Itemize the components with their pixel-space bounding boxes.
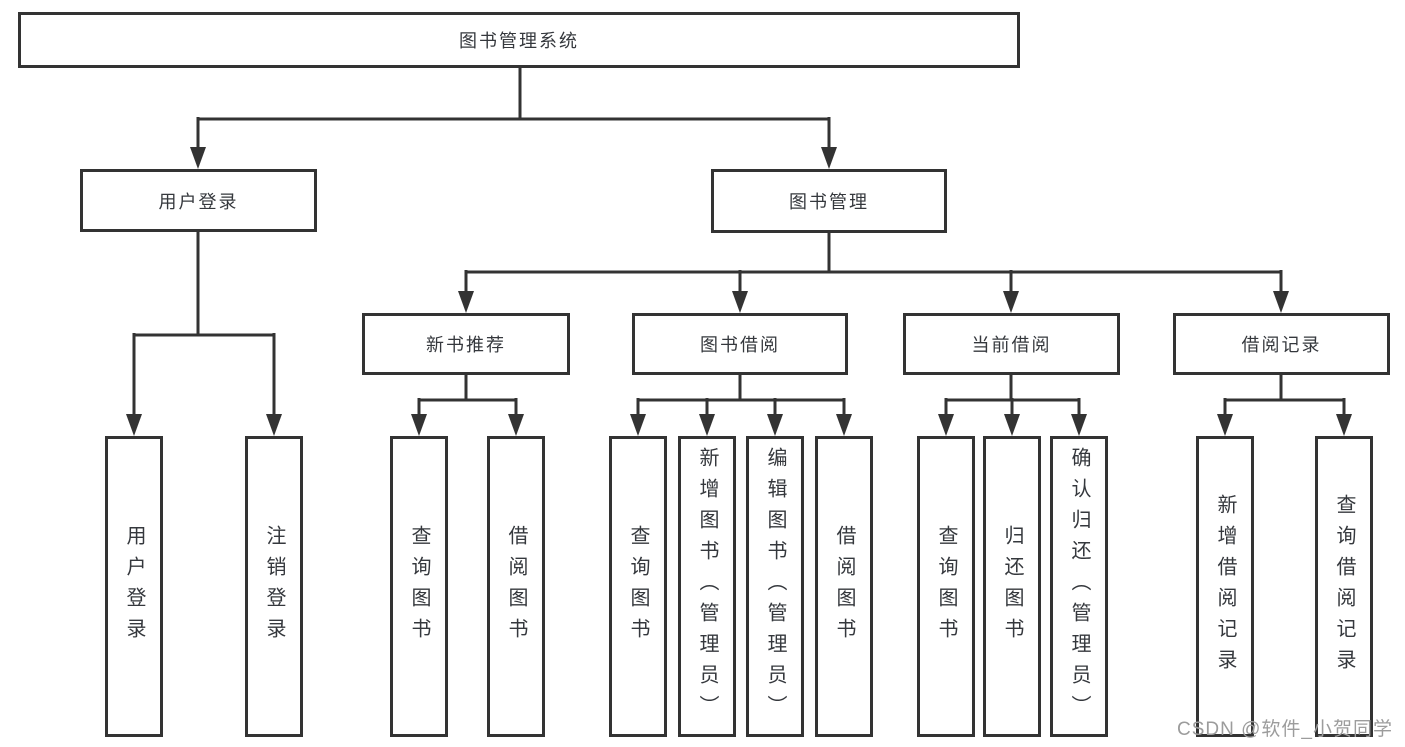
node-label: 用户登录 xyxy=(158,191,239,212)
arrowhead xyxy=(836,414,852,436)
node-leaf-edit-book-admin: 编辑图书（管理员） xyxy=(746,436,804,737)
node-label: 图书管理系统 xyxy=(459,31,579,51)
node-borrowing-records: 借阅记录 xyxy=(1173,313,1390,375)
arrowhead xyxy=(1004,414,1020,436)
connector-current-borrow-group xyxy=(938,373,1087,436)
node-user-login-group: 用户登录 xyxy=(80,169,317,232)
node-book-borrowing: 图书借阅 xyxy=(632,313,848,375)
node-label: 借阅图书 xyxy=(505,524,527,649)
node-label: 图书借阅 xyxy=(700,335,780,355)
node-label: 查询图书 xyxy=(408,524,430,649)
arrowhead xyxy=(1336,414,1352,436)
node-book-management: 图书管理 xyxy=(711,169,947,233)
arrowhead xyxy=(767,414,783,436)
node-leaf-add-borrow-record: 新增借阅记录 xyxy=(1196,436,1254,737)
node-label: 借阅图书 xyxy=(833,524,855,649)
connector-root-to-level2 xyxy=(190,66,837,169)
node-leaf-query-borrow-record: 查询借阅记录 xyxy=(1315,436,1373,737)
node-label: 确认归还（管理员） xyxy=(1068,447,1090,726)
node-leaf-query-books-2: 查询图书 xyxy=(609,436,667,737)
arrowhead xyxy=(821,147,837,169)
connector-book-borrow-group xyxy=(630,373,852,436)
watermark-text: CSDN @软件_小贺同学 xyxy=(1177,719,1393,740)
node-leaf-query-books-3: 查询图书 xyxy=(917,436,975,737)
arrowhead xyxy=(1071,414,1087,436)
node-label: 新增借阅记录 xyxy=(1214,493,1236,680)
arrowhead xyxy=(508,414,524,436)
node-leaf-user-login: 用户登录 xyxy=(105,436,163,737)
arrowhead xyxy=(458,291,474,313)
connector-book-management-group xyxy=(458,231,1289,313)
arrowhead xyxy=(938,414,954,436)
arrowhead xyxy=(1217,414,1233,436)
node-label: 编辑图书（管理员） xyxy=(764,447,786,726)
node-label: 注销登录 xyxy=(263,524,285,649)
node-label: 当前借阅 xyxy=(971,335,1052,355)
node-leaf-return-books: 归还图书 xyxy=(983,436,1041,737)
node-leaf-logout: 注销登录 xyxy=(245,436,303,737)
node-label: 图书管理 xyxy=(789,192,869,212)
node-label: 借阅记录 xyxy=(1241,335,1322,355)
node-label: 归还图书 xyxy=(1001,524,1023,649)
node-label: 新增图书（管理员） xyxy=(696,447,718,726)
node-leaf-borrow-books-2: 借阅图书 xyxy=(815,436,873,737)
arrowhead xyxy=(190,147,206,169)
arrowhead xyxy=(699,414,715,436)
connector-user-login-group xyxy=(126,230,282,436)
node-leaf-borrow-books-1: 借阅图书 xyxy=(487,436,545,737)
node-leaf-add-book-admin: 新增图书（管理员） xyxy=(678,436,736,737)
arrowhead xyxy=(266,414,282,436)
node-new-book-recommend: 新书推荐 xyxy=(362,313,570,375)
arrowhead xyxy=(126,414,142,436)
node-label: 用户登录 xyxy=(123,524,145,649)
node-label: 新书推荐 xyxy=(426,335,506,355)
arrowhead xyxy=(411,414,427,436)
arrowhead xyxy=(630,414,646,436)
node-library-management-system: 图书管理系统 xyxy=(18,12,1020,68)
arrowhead xyxy=(1003,291,1019,313)
node-leaf-query-books-1: 查询图书 xyxy=(390,436,448,737)
node-label: 查询图书 xyxy=(935,524,957,649)
arrowhead xyxy=(732,291,748,313)
arrowhead xyxy=(1273,291,1289,313)
node-current-borrowing: 当前借阅 xyxy=(903,313,1120,375)
connector-new-book-group xyxy=(411,373,524,436)
connector-borrow-records-group xyxy=(1217,373,1352,436)
node-leaf-confirm-return-admin: 确认归还（管理员） xyxy=(1050,436,1108,737)
node-label: 查询图书 xyxy=(627,524,649,649)
node-label: 查询借阅记录 xyxy=(1333,493,1355,680)
